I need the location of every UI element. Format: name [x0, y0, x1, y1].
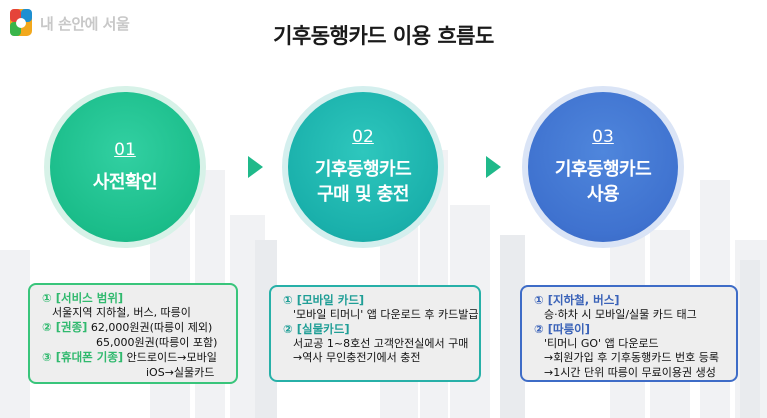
box-1-line-3: 65,000원권(따릉이 포함)	[96, 335, 218, 349]
box-2-heading-2: ② [실물카드]	[283, 322, 350, 336]
step-3-label-line-1: 기후동행카드	[554, 159, 652, 180]
box-2-line-2: 서교공 1~8호선 고객안전실에서 구매	[293, 336, 469, 350]
box-1-line-5: iOS→실물카드	[146, 365, 215, 379]
step-1-detail-box: ① [서비스 범위] 서울지역 지하철, 버스, 따릉이 ② [권종] 62,0…	[28, 283, 238, 384]
step-2-number: 02	[352, 127, 374, 147]
box-2-heading-1: ① [모바일 카드]	[283, 293, 365, 307]
box-1-line-1: 서울지역 지하철, 버스, 따릉이	[52, 305, 191, 319]
step-3-label-line-2: 사용	[586, 184, 620, 205]
step-2-circle: 02 기후동행카드 구매 및 충전	[288, 92, 438, 242]
step-1-label: 사전확인	[92, 171, 158, 193]
box-1-line-2: 62,000원권(따릉이 제외)	[90, 321, 213, 334]
seoul-logo-icon	[10, 9, 32, 36]
box-1-heading-2: ② [권종]	[42, 320, 88, 334]
step-3-detail-box: ① [지하철, 버스] 승·하차 시 모바일/실물 카드 태그 ② [따릉이] …	[520, 285, 738, 382]
arrow-right-icon	[248, 156, 263, 178]
box-1-heading-1: ① [서비스 범위]	[42, 291, 124, 305]
box-2-line-3: →역사 무인충전기에서 충전	[293, 351, 421, 364]
box-3-heading-1: ① [지하철, 버스]	[534, 293, 620, 307]
page-title: 기후동행카드 이용 흐름도	[273, 24, 494, 48]
logo-text: 내 손안에 서울	[40, 14, 130, 33]
arrow-right-icon	[486, 156, 501, 178]
box-1-heading-3: ③ [휴대폰 기종]	[42, 350, 124, 364]
step-2-label-line-2: 구매 및 충전	[317, 184, 409, 205]
box-3-line-4: →1시간 단위 따릉이 무료이용권 생성	[544, 365, 716, 379]
step-1-circle: 01 사전확인	[50, 92, 200, 242]
step-3-number: 03	[592, 127, 614, 147]
box-3-line-3: →회원가입 후 기후동행카드 번호 등록	[544, 351, 720, 364]
seoul-logo: 내 손안에 서울	[8, 8, 130, 38]
box-1-line-4: 안드로이드→모바일	[126, 351, 217, 364]
box-3-heading-2: ② [따릉이]	[534, 322, 590, 336]
box-2-line-1: '모바일 티머니' 앱 다운로드 후 카드발급	[293, 307, 479, 321]
step-1-number: 01	[114, 139, 136, 160]
step-3-circle: 03 기후동행카드 사용	[528, 92, 678, 242]
step-2-label-line-1: 기후동행카드	[314, 159, 412, 180]
box-3-line-1: 승·하차 시 모바일/실물 카드 태그	[544, 307, 697, 321]
step-2-detail-box: ① [모바일 카드] '모바일 티머니' 앱 다운로드 후 카드발급 ② [실물…	[269, 285, 481, 382]
box-3-line-2: '티머니 GO' 앱 다운로드	[544, 336, 659, 350]
